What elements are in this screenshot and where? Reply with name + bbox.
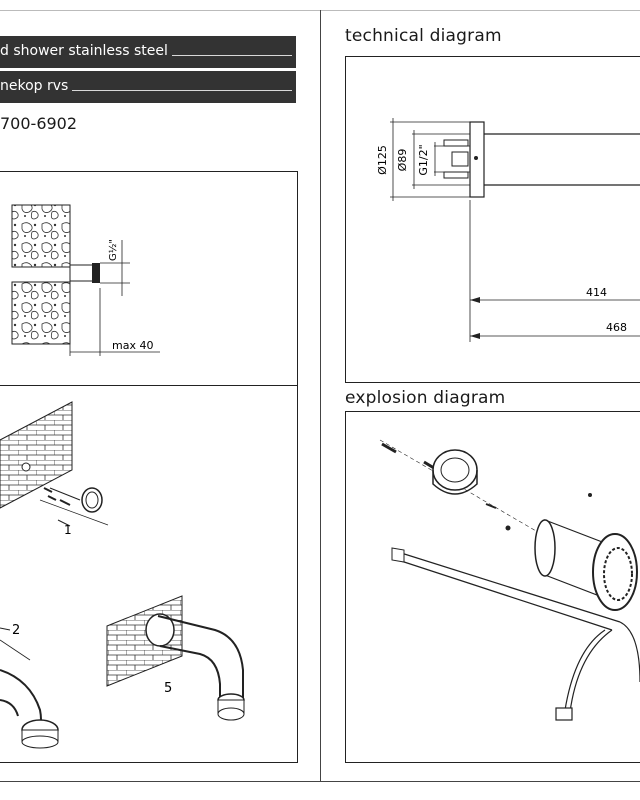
article-number: 700-6902 bbox=[0, 114, 78, 133]
technical-panel bbox=[345, 56, 640, 383]
product-title-en: d shower stainless steel bbox=[0, 43, 168, 59]
thread-size-label: G½" bbox=[107, 239, 119, 261]
step-1-number: 1 bbox=[64, 523, 72, 537]
title-band-nl: nekop rvs bbox=[0, 71, 296, 103]
wall-upper bbox=[11, 204, 71, 268]
technical-diagram-heading: technical diagram bbox=[345, 26, 502, 46]
installation-drawing: G½" max 40 1 2 5 bbox=[0, 204, 245, 749]
max-depth-label: max 40 bbox=[112, 339, 153, 352]
page-bottom-rule bbox=[0, 781, 640, 782]
brick-wall-step1 bbox=[0, 401, 73, 509]
product-title-nl: nekop rvs bbox=[0, 78, 69, 94]
title-band-en: d shower stainless steel bbox=[0, 36, 296, 68]
column-divider bbox=[320, 10, 321, 782]
explosion-diagram-heading: explosion diagram bbox=[345, 388, 506, 408]
step-5-number: 5 bbox=[164, 681, 172, 696]
wall-lower bbox=[11, 281, 71, 345]
step-2-number: 2 bbox=[12, 623, 20, 638]
explosion-panel bbox=[345, 411, 640, 763]
